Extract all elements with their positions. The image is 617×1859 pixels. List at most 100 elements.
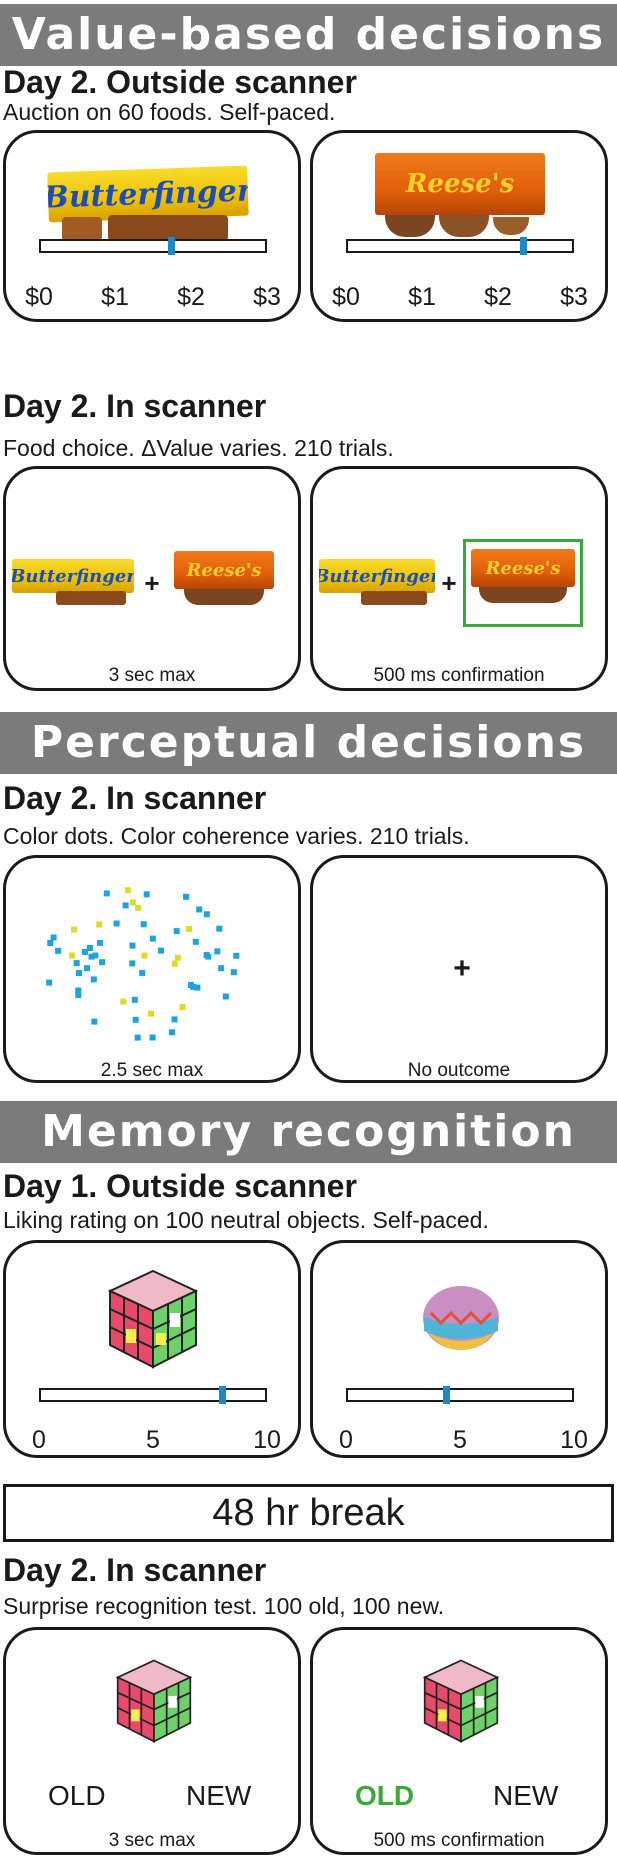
color-dots-field <box>46 887 240 1041</box>
color-dot <box>196 906 203 913</box>
old-option-left: OLD <box>48 1780 106 1811</box>
auction-left-tick-1: $1 <box>101 283 129 311</box>
choice-left-caption: 3 sec max <box>108 665 196 686</box>
auction-left-tick-0: $0 <box>25 283 53 311</box>
auction-subtitle: Auction on 60 foods. Self-paced. <box>3 99 336 125</box>
rating-panel-ball: 0 5 10 <box>310 1240 608 1458</box>
outcome-caption: No outcome <box>407 1060 511 1081</box>
color-dot <box>192 938 199 945</box>
auction-right-tick-0: $0 <box>332 283 360 311</box>
rubiks-cube-image <box>108 1269 198 1369</box>
color-dot <box>135 904 142 911</box>
rating-left-tick-10: 10 <box>253 1426 281 1454</box>
color-dot <box>171 960 178 967</box>
rating-left-tick-0: 0 <box>32 1426 46 1454</box>
color-dot <box>203 911 210 918</box>
choice-left-plus: + <box>144 568 160 598</box>
color-dot <box>47 940 54 946</box>
color-dot <box>168 1029 175 1036</box>
peanut-butter-cup-1 <box>385 215 435 237</box>
color-dot <box>129 899 136 906</box>
color-dot <box>143 891 150 898</box>
choice-right-butterfinger: Butterfinger <box>319 559 435 593</box>
test-heading: Day 2. In scanner <box>3 1552 267 1588</box>
reeses-wrapper: Reese's <box>375 153 545 215</box>
peanut-butter-cup-3 <box>493 217 529 235</box>
rating-right-tick-10: 10 <box>560 1426 588 1454</box>
knitted-ball-image <box>423 1286 499 1350</box>
rating-left-thumb[interactable] <box>218 1386 226 1404</box>
perceptual-decisions-banner: Perceptual decisions <box>0 712 617 774</box>
color-dot <box>149 1034 156 1041</box>
choice-left-reeses-label: Reese's <box>186 559 262 581</box>
color-dot <box>132 1016 139 1023</box>
new-option-left: NEW <box>186 1780 252 1811</box>
color-dot <box>73 960 80 967</box>
color-dot <box>141 952 148 959</box>
color-dot <box>158 947 164 954</box>
color-dot <box>174 954 181 961</box>
choice-right-butterfinger-label: Butterfinger <box>319 565 435 587</box>
color-dot <box>149 935 156 942</box>
color-dot <box>134 1034 141 1041</box>
color-dot <box>188 982 194 988</box>
choice-subtitle: Food choice. ΔValue varies. 210 trials. <box>3 435 394 461</box>
color-dot <box>81 948 88 955</box>
color-dot <box>131 996 138 1003</box>
color-dot <box>88 953 95 960</box>
outcome-panel: + No outcome <box>310 855 608 1083</box>
peanut-butter-cup-2 <box>439 215 489 237</box>
auction-right-tick-2: $2 <box>484 283 512 311</box>
choice-heading: Day 2. In scanner <box>3 388 267 424</box>
rating-subtitle: Liking rating on 100 neutral objects. Se… <box>3 1207 489 1233</box>
test-left-caption: 3 sec max <box>108 1830 196 1851</box>
test-panel-confirmation: OLD NEW 500 ms confirmation <box>310 1627 608 1855</box>
color-dot <box>129 960 136 967</box>
color-dot <box>129 942 136 949</box>
rating-right-thumb[interactable] <box>443 1386 451 1404</box>
color-dot <box>84 965 90 972</box>
auction-right-thumb[interactable] <box>519 237 527 255</box>
auction-left-slider[interactable] <box>39 237 267 255</box>
chosen-item-highlight <box>463 539 583 627</box>
choice-left-butterfinger-label: Butterfinger <box>12 565 134 587</box>
rating-right-slider[interactable] <box>346 1386 574 1404</box>
color-dot <box>216 925 223 932</box>
color-dot <box>214 948 221 955</box>
rating-heading: Day 1. Outside scanner <box>3 1168 357 1204</box>
reeses-label: Reese's <box>405 169 515 199</box>
rating-right-tick-5: 5 <box>453 1426 467 1454</box>
rating-left-slider[interactable] <box>39 1386 267 1404</box>
test-subtitle: Surprise recognition test. 100 old, 100 … <box>3 1593 445 1619</box>
color-dot <box>91 1018 98 1025</box>
auction-right-slider[interactable] <box>346 237 574 255</box>
choice-left-reeses: Reese's <box>174 551 274 589</box>
test-panel-response: OLD NEW 3 sec max <box>3 1627 301 1855</box>
color-dot <box>76 970 82 977</box>
color-dot <box>96 921 103 928</box>
color-dot <box>75 992 82 999</box>
color-dot <box>140 921 147 928</box>
value-decisions-banner: Value-based decisions <box>0 4 617 66</box>
color-dot <box>179 1004 186 1011</box>
auction-right-tick-1: $1 <box>408 283 436 311</box>
rating-panel-cube: 0 5 10 <box>3 1240 301 1458</box>
new-option-right: NEW <box>493 1780 559 1811</box>
auction-left-thumb[interactable] <box>168 237 176 255</box>
color-dot <box>194 984 201 991</box>
color-dot <box>120 998 127 1005</box>
dots-caption: 2.5 sec max <box>100 1060 204 1081</box>
butterfinger-bar-piece <box>108 215 228 241</box>
choice-right-reeses: Reese's <box>471 549 575 587</box>
auction-heading: Day 2. Outside scanner <box>3 64 357 100</box>
color-dot <box>75 987 82 994</box>
color-dot <box>50 934 57 941</box>
memory-recognition-banner: Memory recognition <box>0 1101 617 1163</box>
choice-panel-options: Butterfinger + Reese's 3 sec max <box>3 466 301 691</box>
choice-right-cups <box>479 587 567 603</box>
rating-right-tick-0: 0 <box>339 1426 353 1454</box>
color-dot <box>68 952 75 959</box>
break-box: 48 hr break <box>3 1484 614 1542</box>
color-dot <box>222 993 229 1000</box>
auction-left-tick-2: $2 <box>177 283 205 311</box>
